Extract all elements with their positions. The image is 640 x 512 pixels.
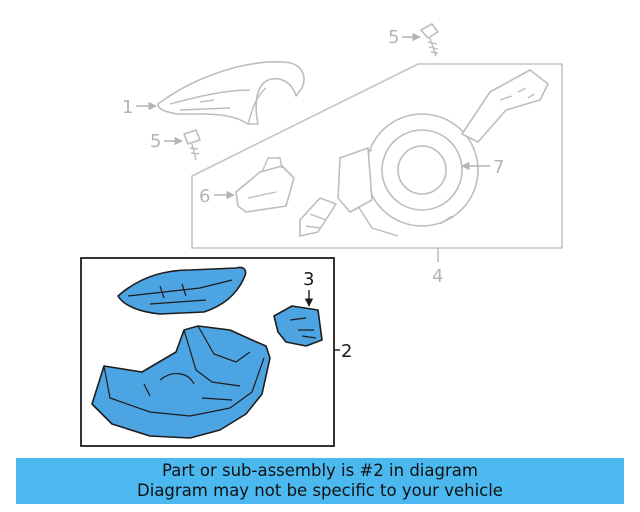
upper-shroud-highlight [117, 266, 247, 315]
callout-6: 6 [199, 186, 210, 207]
callout-2: 2 [341, 341, 352, 362]
callout-3: 3 [303, 269, 314, 290]
callout-1: 1 [122, 97, 133, 118]
switch-assembly: 4 7 6 [191, 63, 563, 287]
callout-4: 4 [432, 266, 443, 287]
screw-top: 5 [388, 23, 439, 57]
callout-5-left: 5 [150, 131, 161, 152]
bolt-icon [183, 129, 201, 161]
banner-line-2: Diagram may not be specific to your vehi… [137, 481, 503, 500]
lower-shroud-highlight [91, 325, 271, 439]
screw-icon [420, 23, 439, 57]
banner-line-1: Part or sub-assembly is #2 in diagram [162, 461, 478, 480]
info-banner: Part or sub-assembly is #2 in diagram Di… [16, 458, 624, 504]
callout-5-top: 5 [388, 27, 399, 48]
bolt-left: 5 [150, 129, 201, 161]
callout-7: 7 [493, 157, 504, 178]
highlight-box: 2 3 [80, 257, 352, 447]
parts-diagram: 5 1 5 4 7 [80, 23, 563, 447]
upper-column-shroud: 1 [122, 61, 305, 125]
part-3-switch: 3 [273, 269, 323, 347]
